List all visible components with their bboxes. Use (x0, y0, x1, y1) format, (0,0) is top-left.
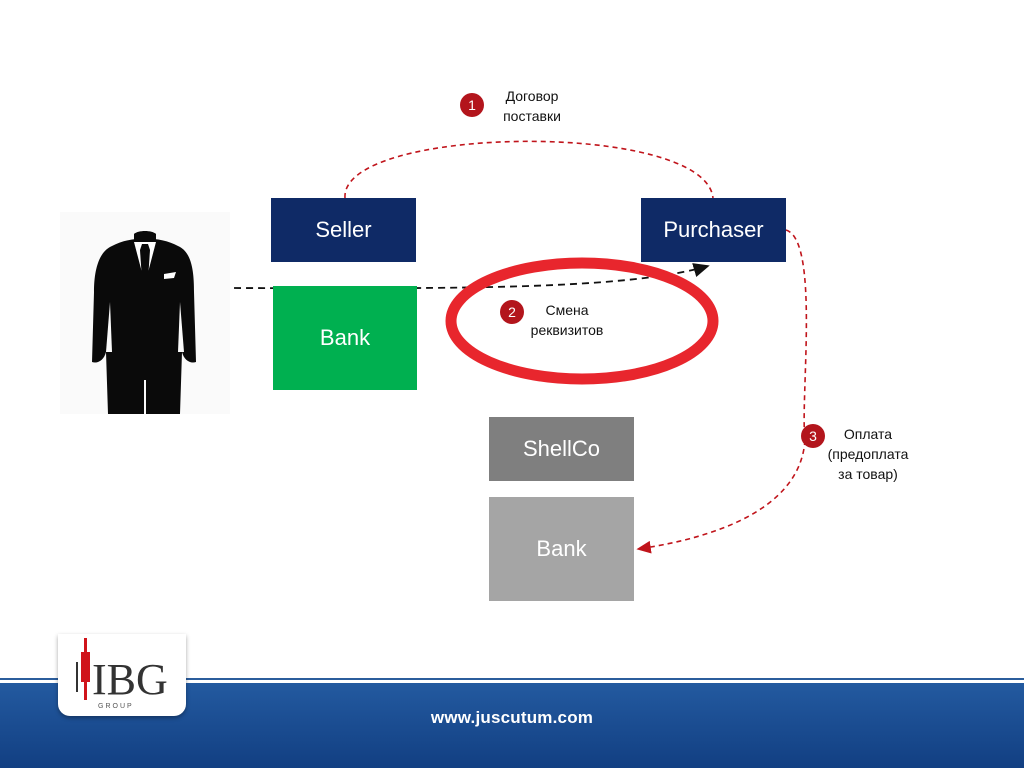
ibg-logo: IBG GROUP (76, 638, 168, 710)
step-2-badge: 2 (500, 300, 524, 324)
logo-subtext: GROUP (98, 703, 134, 710)
step-2-label: Смена реквизитов (517, 300, 617, 340)
step-1-number: 1 (468, 97, 476, 113)
step-2-line2: реквизитов (530, 322, 604, 338)
seller-label: Seller (315, 217, 372, 242)
shellco-box: ShellCo (489, 417, 634, 481)
step-1-badge: 1 (460, 93, 484, 117)
logo-card: IBG GROUP (58, 634, 186, 716)
step-3-line3: за товар) (838, 466, 898, 482)
seller-box: Seller (271, 198, 416, 262)
seller-bank-label: Bank (319, 325, 371, 350)
step-3-number: 3 (809, 428, 817, 444)
purchaser-label: Purchaser (663, 217, 764, 242)
headless-suit-figure-icon (92, 231, 196, 414)
logo-text: IBG (92, 655, 168, 704)
contract-connector (344, 140, 714, 199)
footer-divider (0, 678, 1024, 680)
step-2-number: 2 (508, 304, 516, 320)
step-1-label: Договор поставки (482, 86, 582, 126)
seller-bank-box: Bank (273, 286, 417, 390)
highlight-ellipse (445, 257, 719, 385)
step-3-badge: 3 (801, 424, 825, 448)
fraudster-figure (60, 212, 230, 414)
payment-arrow (636, 229, 808, 554)
step-3-label: Оплата (предоплата за товар) (818, 424, 918, 484)
shell-bank-label: Bank (536, 536, 587, 561)
step-3-line2: (предоплата (827, 446, 909, 462)
step-2-line1: Смена (545, 302, 589, 318)
footer-url[interactable]: www.juscutum.com (430, 708, 594, 727)
step-3-line1: Оплата (843, 426, 893, 442)
shellco-label: ShellCo (522, 436, 601, 461)
step-1-line2: поставки (503, 108, 561, 124)
purchaser-box: Purchaser (641, 198, 786, 262)
shell-bank-box: Bank (489, 497, 634, 601)
step-1-line1: Договор (505, 88, 559, 104)
